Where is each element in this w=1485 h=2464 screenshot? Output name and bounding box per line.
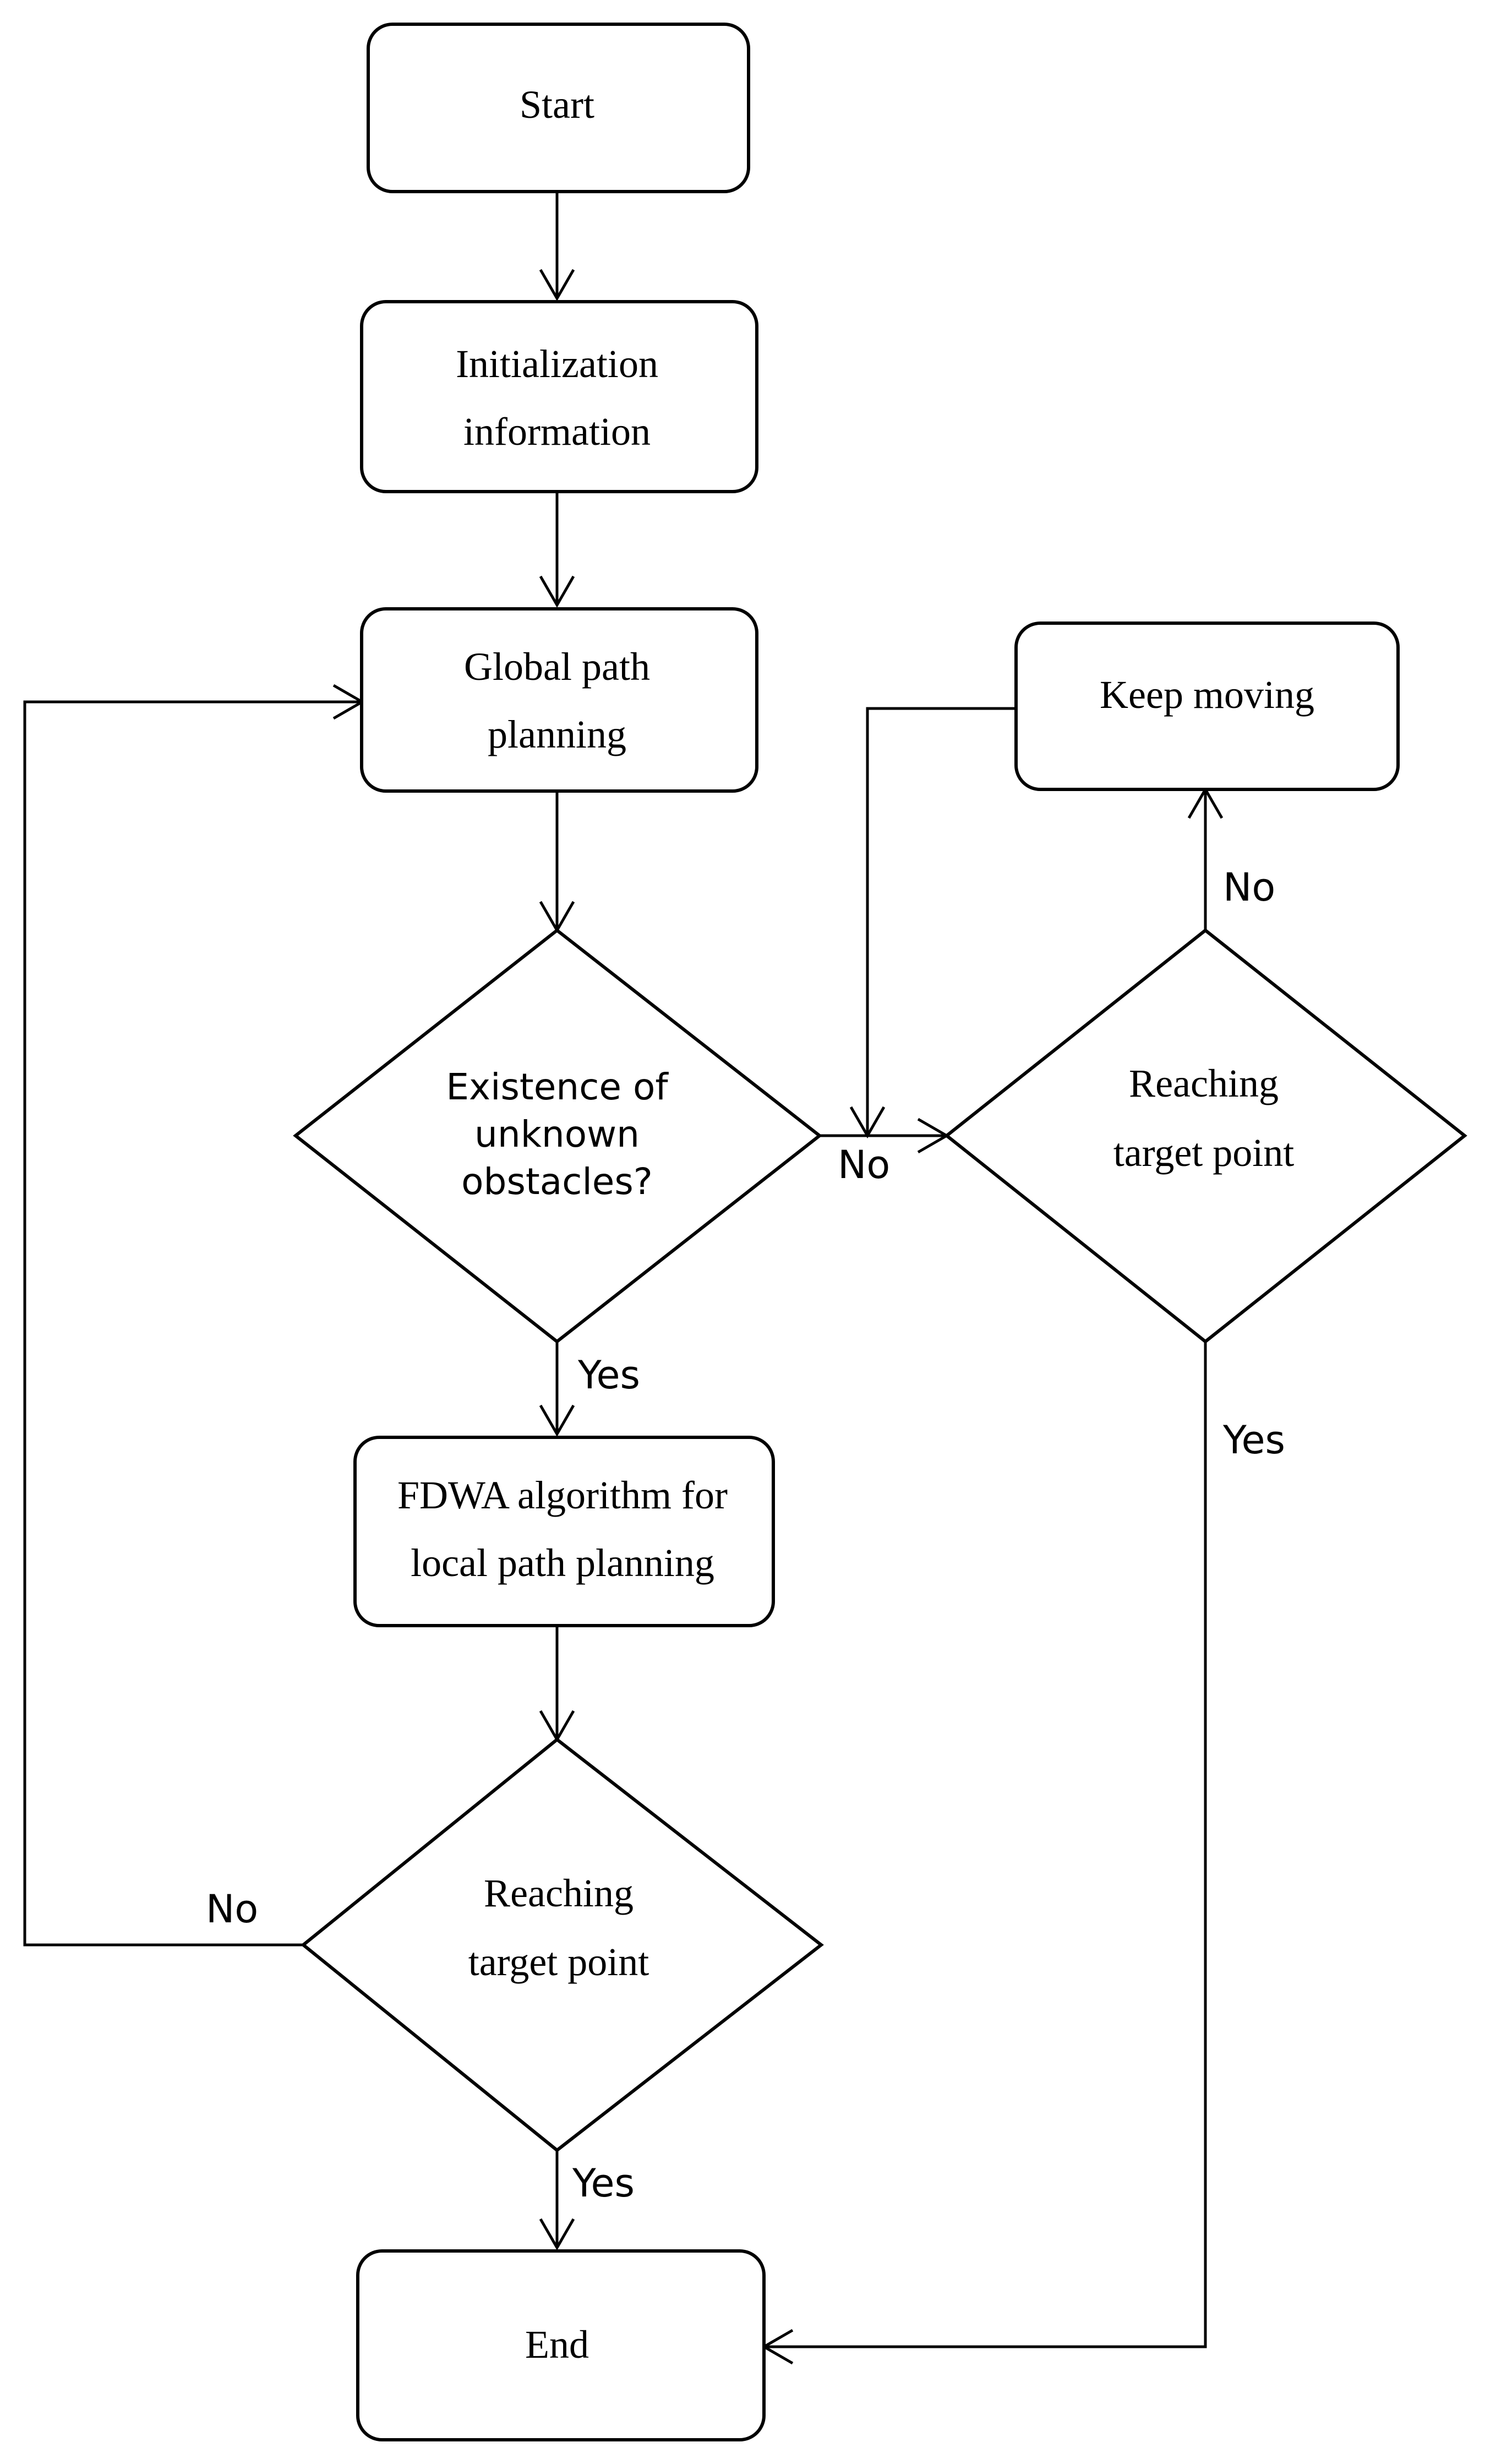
reach-right-label-line2: target point [1113, 1131, 1295, 1175]
keep-moving-label: Keep moving [1100, 673, 1314, 717]
fdwa-label-line2: local path planning [411, 1541, 714, 1585]
global-label-line2: planning [488, 712, 626, 756]
arrowhead-global [539, 575, 575, 608]
reach-right-no-label: No [1223, 865, 1275, 910]
end-label: End [525, 2323, 589, 2367]
global-label-line1: Global path [464, 645, 650, 689]
obstacles-yes-label: Yes [577, 1353, 640, 1398]
obstacles-label-line1: Existence of [446, 1066, 669, 1108]
arrowhead-init [539, 269, 575, 302]
init-node [360, 300, 758, 493]
reach-left-yes-label: Yes [572, 2161, 635, 2206]
reach-right-yes-label: Yes [1222, 1418, 1285, 1463]
reach-left-label-line1: Reaching [484, 1871, 634, 1915]
connector-keep-loop [866, 707, 1016, 1135]
global-node [360, 607, 758, 793]
connector-reach-left-no-loop [23, 700, 361, 1947]
init-label-line1: Initialization [456, 342, 658, 386]
fdwa-label-line1: FDWA algorithm for [397, 1473, 728, 1517]
start-label: Start [520, 83, 594, 127]
reach-right-decision [944, 928, 1467, 1344]
end-node [356, 2249, 766, 2441]
reach-right-label-line1: Reaching [1129, 1061, 1279, 1105]
arrowhead-end-top [539, 2218, 575, 2251]
obstacles-label-line2: unknown [474, 1113, 640, 1155]
start-node [367, 23, 750, 193]
keep-moving-node [1014, 622, 1400, 791]
obstacles-decision [293, 928, 822, 1344]
reach-left-no-label: No [206, 1887, 258, 1932]
fdwa-node [353, 1436, 775, 1627]
connector-reach-right-to-end [765, 1342, 1207, 2348]
reach-left-label-line2: target point [468, 1940, 649, 1984]
obstacles-no-label: No [838, 1142, 890, 1187]
arrowhead-fdwa [539, 1404, 575, 1437]
init-label-line2: information [463, 410, 651, 454]
obstacles-label-line3: obstacles? [461, 1160, 653, 1203]
arrowhead-keep-return [849, 1106, 886, 1139]
reach-left-decision [301, 1737, 824, 2152]
